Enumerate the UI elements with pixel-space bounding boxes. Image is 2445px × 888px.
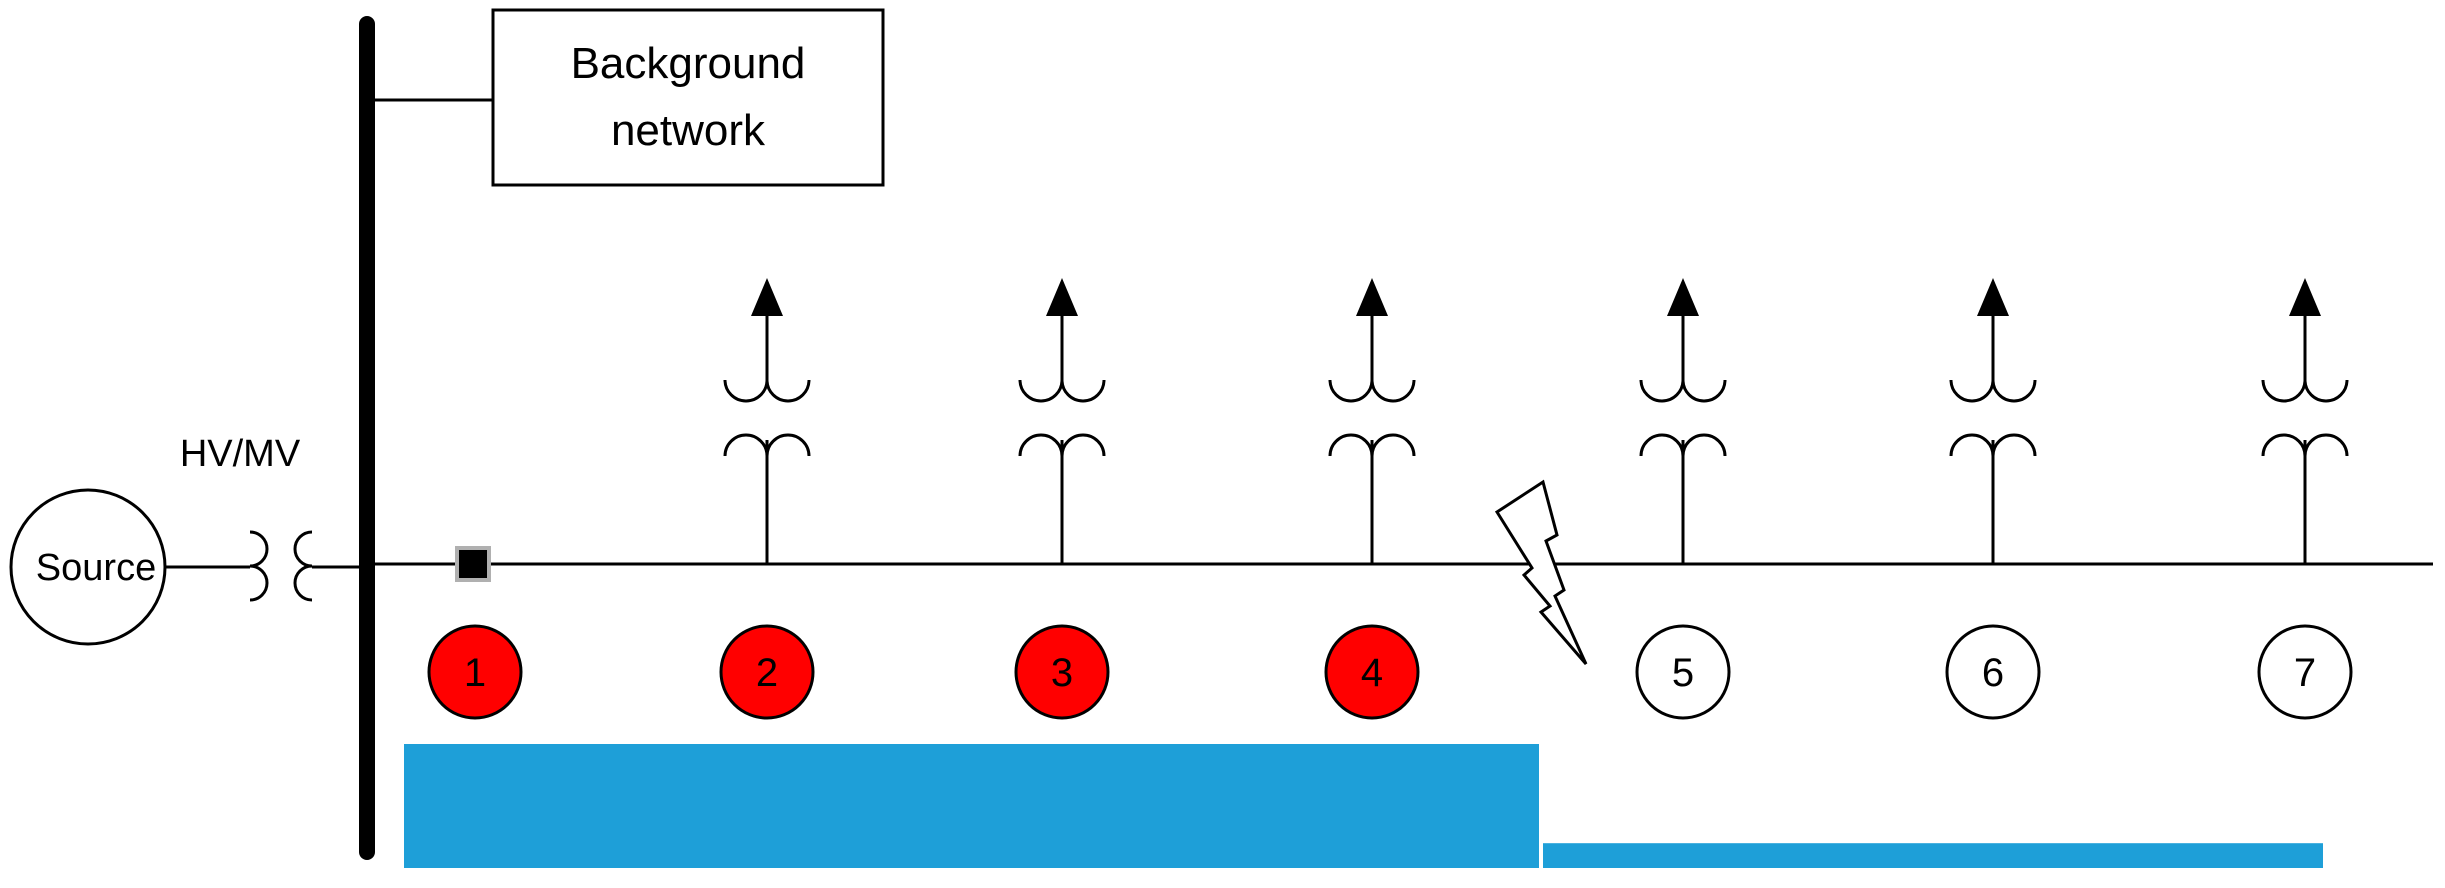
node-group: 1 2 3 4 5 6 7 [427,624,2353,720]
node-3-circle [1014,624,1110,720]
node-1-label: 1 [464,651,486,695]
load-arrow-icon [1949,276,2037,566]
node-7-circle [2257,624,2353,720]
lightning-icon [1494,479,1588,665]
load-arrow-icon [1328,276,1416,566]
load-arrow-icon [1639,276,1727,566]
node-5-circle [1635,624,1731,720]
transformer-label: HV/MV [180,433,301,475]
circuit-breaker-icon [455,546,491,582]
node-3-label: 3 [1051,651,1073,695]
load-arrow-icon [2261,276,2349,566]
load-arrow-icon [723,276,811,566]
node-2-circle [719,624,815,720]
node-6-circle [1945,624,2041,720]
load-arrow-icon [1018,276,1106,566]
node-4-label: 4 [1361,651,1383,695]
level-bar-upstream [404,744,1539,868]
node-2-label: 2 [756,651,778,695]
node-1-circle [427,624,523,720]
node-6-label: 6 [1982,651,2004,695]
background-network-box [491,8,885,187]
node-5-label: 5 [1672,651,1694,695]
level-bar-downstream [1543,843,2323,868]
node-7-label: 7 [2294,651,2316,695]
background-network-label-2: network [611,106,766,155]
background-network-label-1: Background [571,39,806,88]
node-4-circle [1324,624,1420,720]
transformer-icon [249,530,313,602]
source-label: Source [36,547,156,589]
